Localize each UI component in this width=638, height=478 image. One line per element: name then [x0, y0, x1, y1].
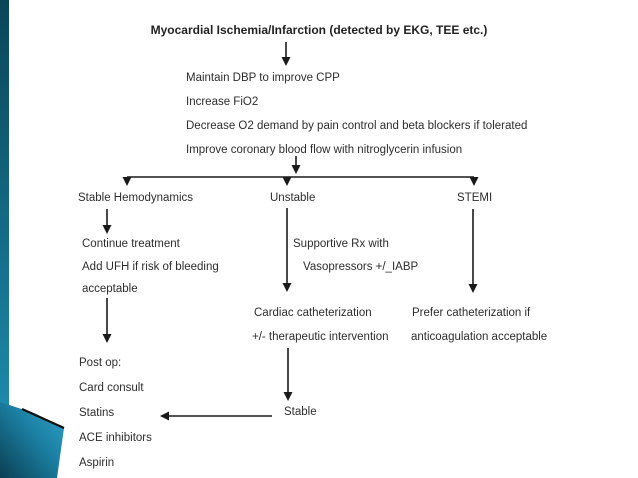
branch-label-unstable: Unstable	[270, 192, 316, 204]
stemi-prefer-cath: Prefer catheterization if	[412, 307, 531, 319]
step-improve-flow: Improve coronary blood flow with nitrogl…	[186, 144, 463, 156]
step-increase-fio2: Increase FiO2	[186, 96, 259, 108]
postop-ace-inhibitors: ACE inhibitors	[79, 432, 152, 444]
unstable-intervention: +/- therapeutic intervention	[252, 331, 389, 343]
slide-edge-stripe	[0, 0, 9, 478]
step-decrease-o2: Decrease O2 demand by pain control and b…	[186, 120, 528, 132]
swoosh-accent-line	[21, 407, 65, 430]
branch-label-stemi: STEMI	[457, 192, 493, 204]
postop-card-consult: Card consult	[79, 382, 144, 394]
unstable-supportive-rx: Supportive Rx with	[293, 238, 389, 250]
stemi-anticoag: anticoagulation acceptable	[411, 331, 548, 343]
slide-swoosh-decoration	[0, 402, 65, 478]
postop-header: Post op:	[79, 357, 122, 369]
postop-aspirin: Aspirin	[79, 457, 115, 469]
stable-step-ufh: Add UFH if risk of bleeding	[82, 261, 219, 273]
postop-statins: Statins	[79, 407, 115, 419]
stable-step-acceptable: acceptable	[82, 283, 138, 295]
step-maintain-dbp: Maintain DBP to improve CPP	[186, 72, 340, 84]
flowchart-title: Myocardial Ischemia/Infarction (detected…	[150, 23, 488, 37]
unstable-outcome-stable: Stable	[284, 406, 317, 418]
unstable-vasopressors: Vasopressors +/_IABP	[303, 261, 419, 273]
unstable-cardiac-cath: Cardiac catheterization	[254, 307, 372, 319]
stable-step-continue: Continue treatment	[82, 238, 180, 250]
branch-label-stable-hemodynamics: Stable Hemodynamics	[78, 192, 194, 204]
